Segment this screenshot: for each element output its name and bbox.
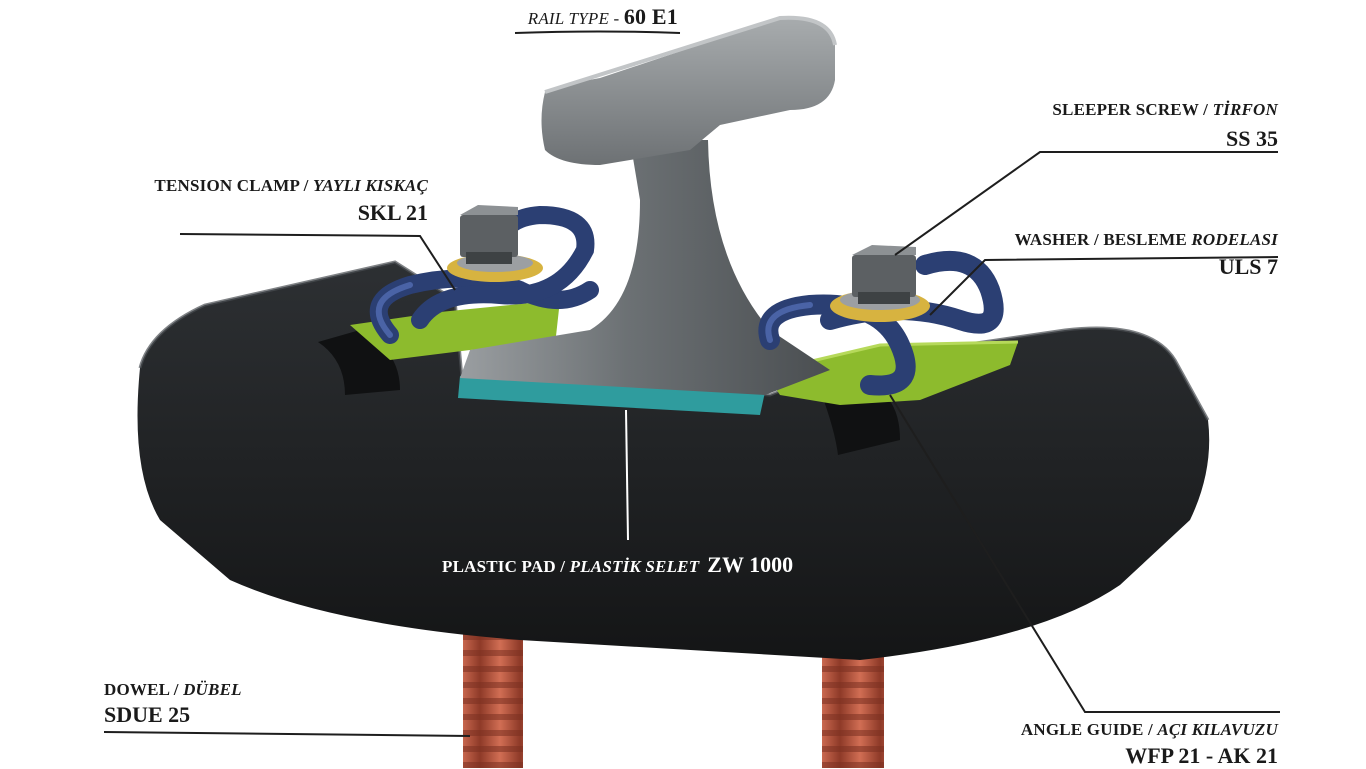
tension-clamp-tr: YAYLI KISKAÇ [313,176,428,195]
tension-clamp-en: TENSION CLAMP / [154,176,314,195]
plastic-pad-label: PLASTIC PAD / PLASTİK SELET ZW 1000 [442,552,793,578]
rail-type-label: RAIL TYPE - 60 E1 [518,4,678,30]
plastic-pad [458,376,765,415]
plastic-pad-tr: PLASTİK SELET [569,557,700,576]
angle-guide-en: ANGLE GUIDE / [1020,720,1158,739]
tension-clamp-label: TENSION CLAMP / YAYLI KISKAÇ [154,176,428,196]
sleeper-screw-tr: TİRFON [1212,100,1278,119]
dowel-code: SDUE 25 [104,702,191,727]
washer-en: WASHER / BESLEME [1014,230,1192,249]
sleeper-screw-en: SLEEPER SCREW / [1052,100,1213,119]
leader-lines [103,30,1280,737]
rail [460,15,837,395]
washer-tr: RODELASI [1191,230,1278,249]
rail-type-prefix: RAIL TYPE - [527,9,624,28]
washer-label: WASHER / BESLEME RODELASI [1015,230,1278,250]
dowel-en: DOWEL / [104,680,184,699]
dowel-label: DOWEL / DÜBEL [104,680,242,700]
dowel-right [822,640,884,768]
sleeper-screw-right [852,245,916,304]
dowel-left [463,618,523,768]
sleeper-screw-left [460,205,518,264]
sleeper-screw-label: SLEEPER SCREW / TİRFON [1052,100,1278,120]
washer-code: ULS 7 [1218,254,1278,279]
angle-guide-label: ANGLE GUIDE / AÇI KILAVUZU [1021,720,1278,740]
angle-guide-tr: AÇI KILAVUZU [1157,720,1278,739]
angle-guide-code: WFP 21 - AK 21 [1125,743,1278,768]
tension-clamp-code: SKL 21 [357,200,428,225]
plastic-pad-en: PLASTIC PAD / [442,557,570,576]
plastic-pad-code: ZW 1000 [707,552,794,577]
sleeper-screw-code: SS 35 [1226,126,1278,151]
dowel-tr: DÜBEL [183,680,242,699]
rail-type-code: 60 E1 [623,4,678,29]
tension-clamp-left [369,205,599,344]
